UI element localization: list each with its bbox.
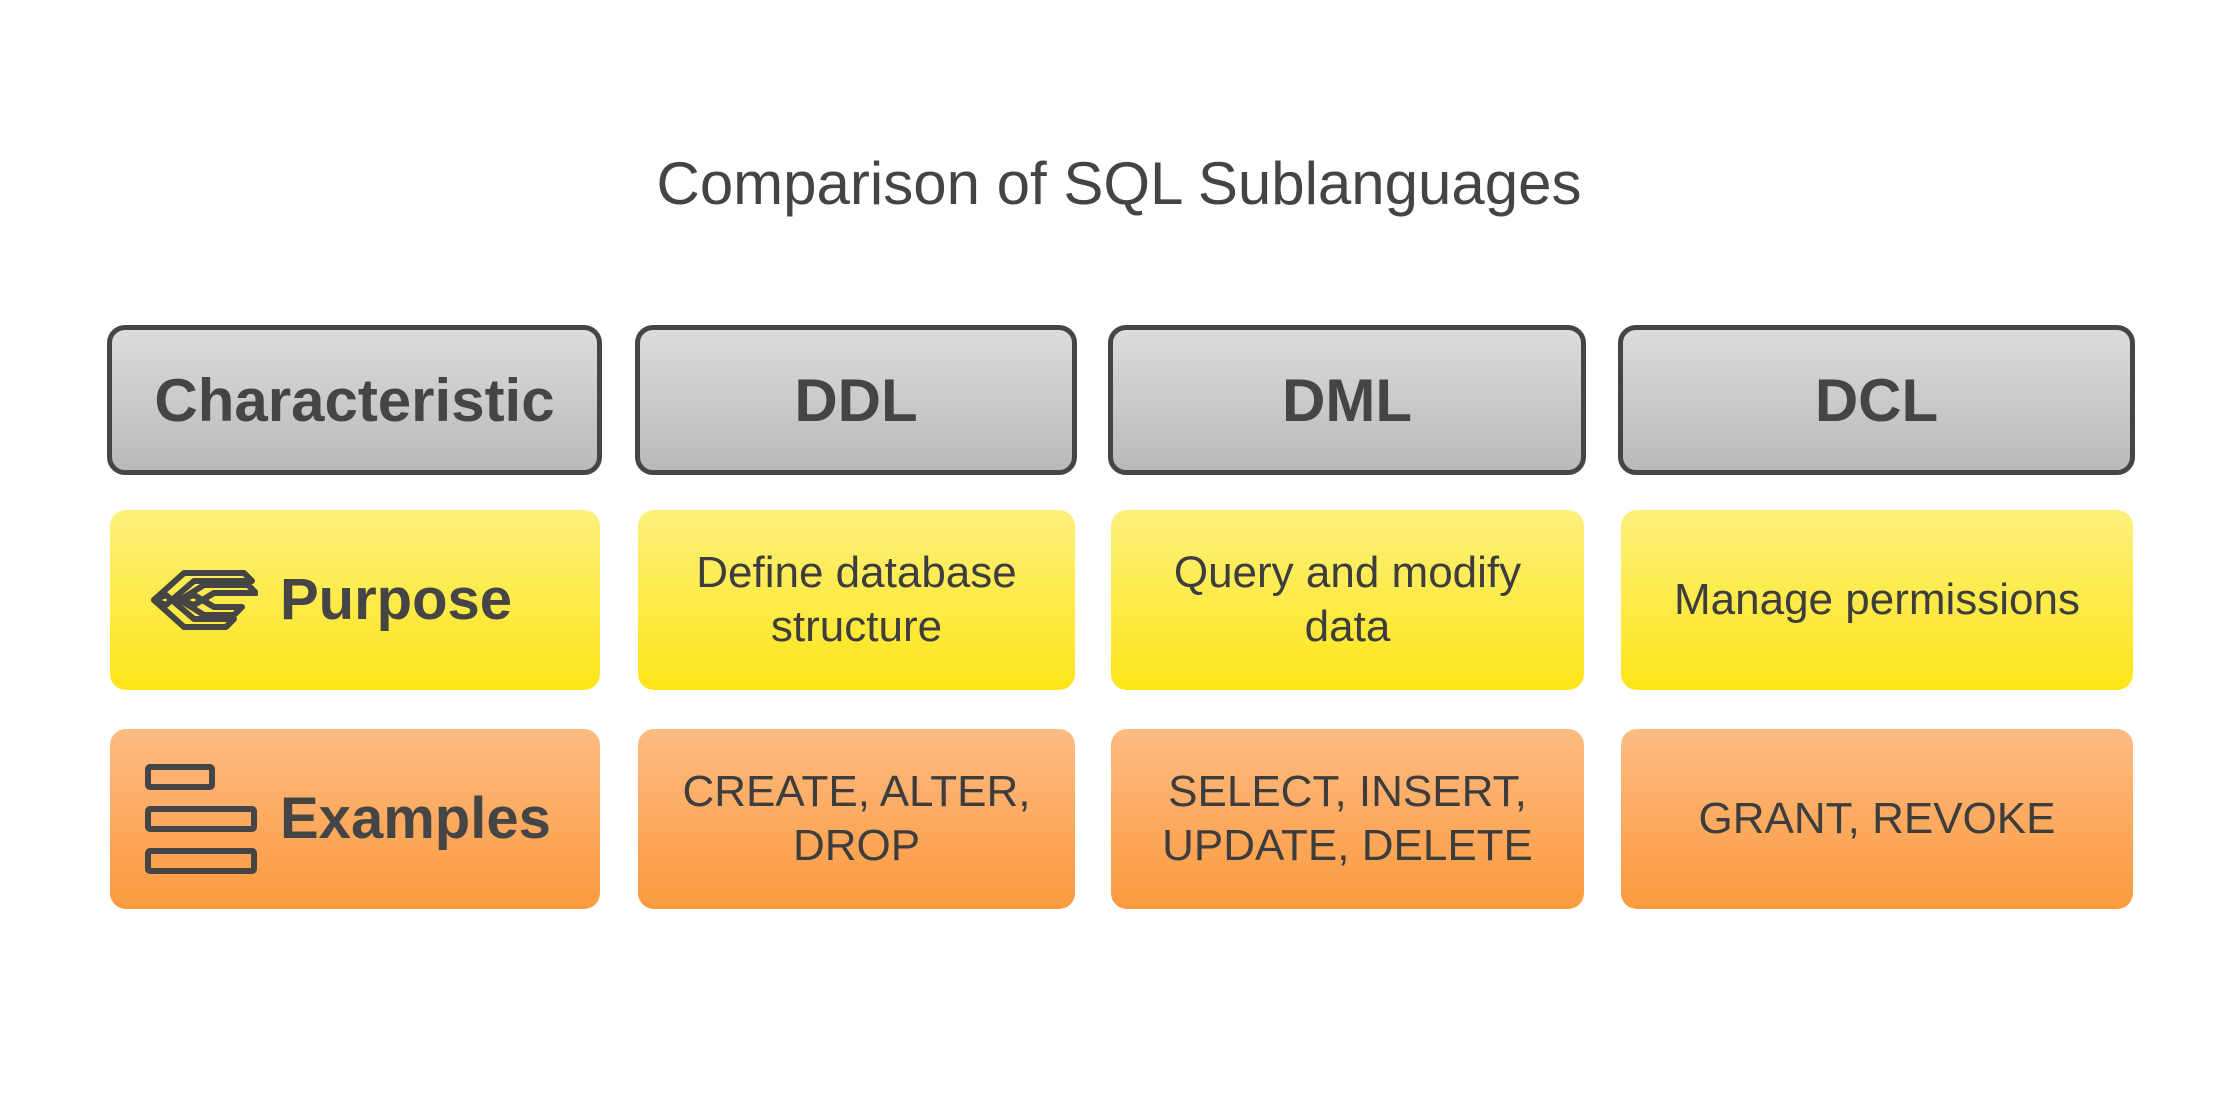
purpose-ddl-text: Define database structure [696,548,1017,651]
purpose-dcl-cell: Manage permissions [1621,510,2133,690]
header-dcl-label: DCL [1814,366,1939,434]
purpose-dcl-text: Manage permissions [1674,575,2080,624]
header-dcl: DCL [1618,325,2135,475]
row-label-purpose-text: Purpose [280,567,513,632]
header-ddl: DDL [635,325,1077,475]
purpose-dml-text: Query and modify data [1173,548,1522,651]
stacked-bars-icon [144,761,258,877]
header-ddl-label: DDL [794,366,918,434]
header-dml-label: DML [1282,366,1412,434]
examples-ddl-cell: CREATE, ALTER, DROP [638,729,1075,909]
row-label-examples: Examples [110,729,600,909]
header-dml: DML [1108,325,1586,475]
examples-dcl-text: GRANT, REVOKE [1698,794,2056,843]
header-characteristic-label: Characteristic [154,366,555,434]
purpose-ddl-cell: Define database structure [638,510,1075,690]
double-chevron-arrows-icon [144,565,258,635]
examples-dcl-cell: GRANT, REVOKE [1621,729,2133,909]
header-characteristic: Characteristic [107,325,602,475]
examples-dml-text: SELECT, INSERT, UPDATE, DELETE [1162,767,1533,870]
examples-ddl-text: CREATE, ALTER, DROP [682,767,1031,870]
row-label-examples-text: Examples [280,786,551,851]
diagram-title: Comparison of SQL Sublanguages [656,150,1582,217]
examples-dml-cell: SELECT, INSERT, UPDATE, DELETE [1111,729,1584,909]
row-label-purpose: Purpose [110,510,600,690]
purpose-dml-cell: Query and modify data [1111,510,1584,690]
